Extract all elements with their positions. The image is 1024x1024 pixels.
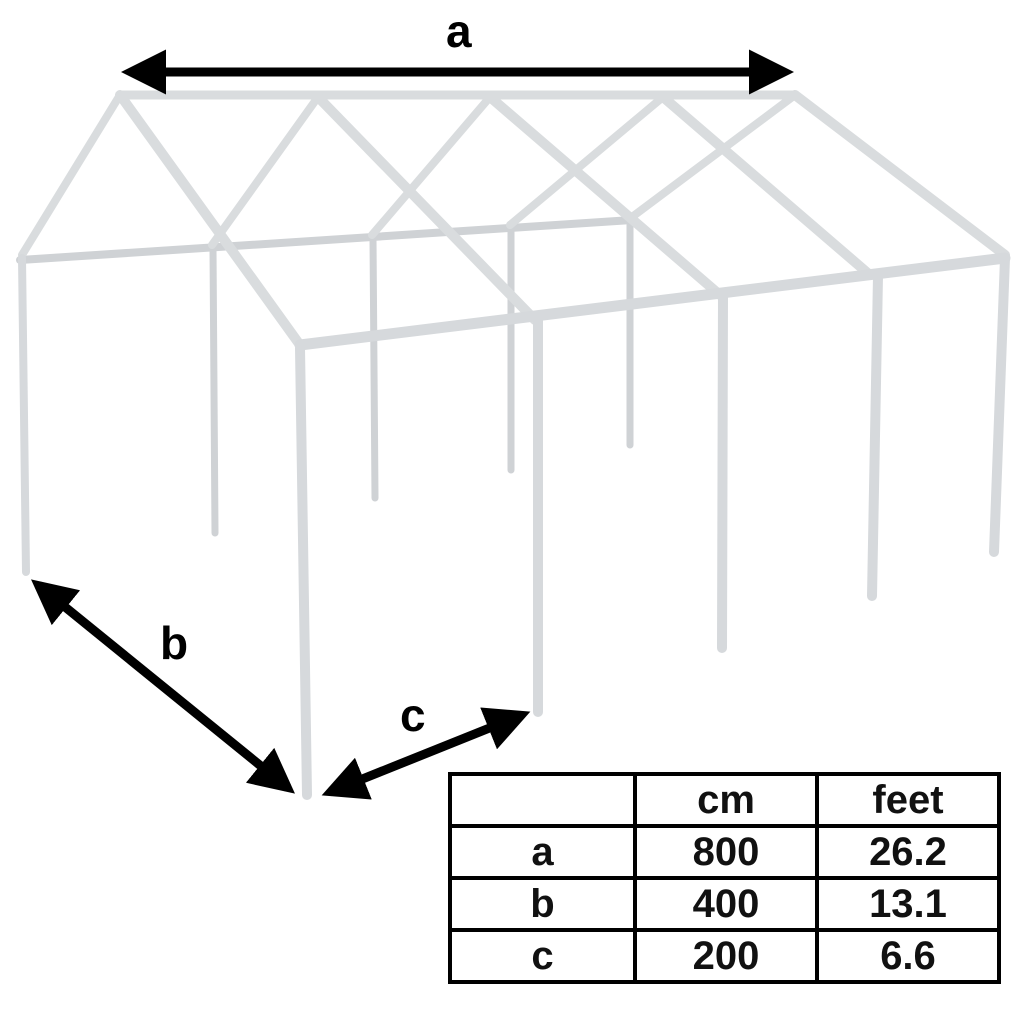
row-label: a [448,824,637,880]
table-header-cell [448,772,637,828]
dimension-arrows [31,49,794,800]
row-cm: 800 [633,824,819,880]
dimension-label-a: a [446,5,472,57]
back-frame [16,216,636,537]
row-feet: 6.6 [815,928,1001,984]
row-cm: 200 [633,928,819,984]
row-feet: 13.1 [815,876,1001,932]
dimension-label-c: c [400,689,426,741]
dimensions-table: cm feet a 800 26.2 b 400 13.1 c 200 6.6 [448,772,1001,984]
row-cm: 400 [633,876,819,932]
table-header-row: cm feet [448,772,1001,828]
row-feet: 26.2 [815,824,1001,880]
row-label: b [448,876,637,932]
dimension-label-b: b [160,617,189,669]
table-row: a 800 26.2 [448,824,1001,880]
arrow-c [321,707,531,800]
table-header-feet: feet [815,772,1001,828]
row-label: c [448,928,637,984]
front-frame [18,252,1011,800]
table-header-cm: cm [633,772,819,828]
table-row: b 400 13.1 [448,876,1001,932]
table-row: c 200 6.6 [448,928,1001,984]
roof-frame [18,90,1010,350]
arrow-b [31,579,295,794]
